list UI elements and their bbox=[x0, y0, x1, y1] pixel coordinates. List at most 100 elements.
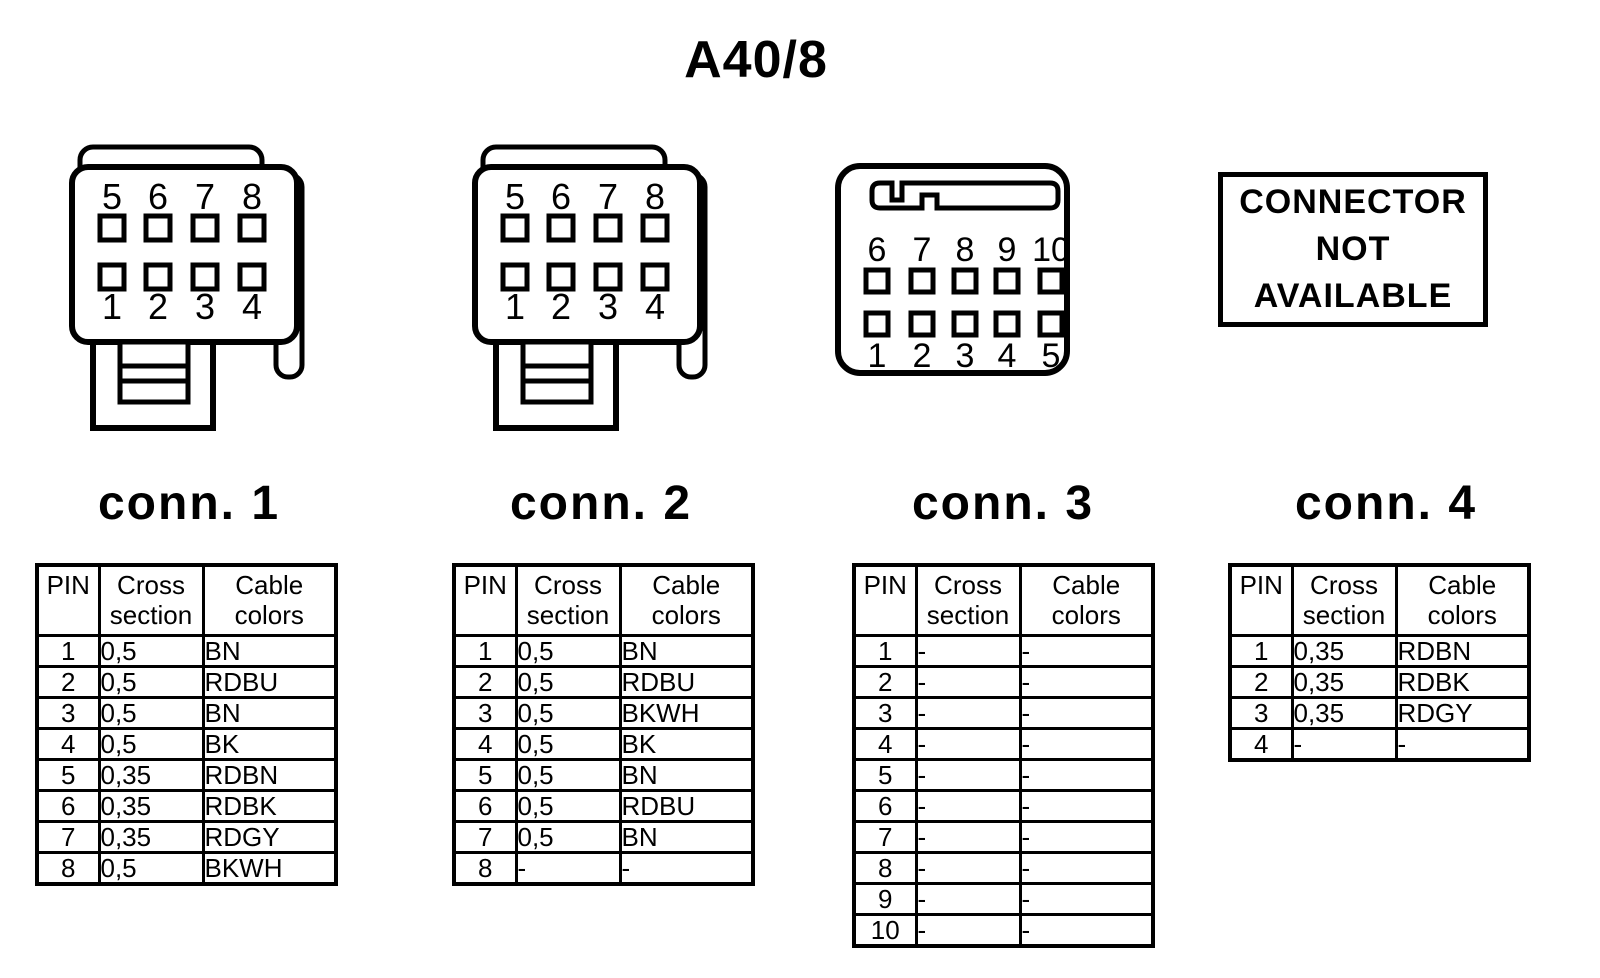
pin-number-cell: 10 bbox=[852, 913, 918, 948]
connector-3-label: conn. 3 bbox=[911, 477, 1095, 530]
pin-number-cell: 5 bbox=[452, 758, 518, 792]
cable-color-cell: BN bbox=[618, 758, 755, 792]
table-row: 4 0,5 BK bbox=[35, 727, 338, 761]
table-header-row: PIN Cross section Cable colors bbox=[1228, 563, 1531, 637]
table-row: 2 0,5 RDBU bbox=[452, 665, 755, 699]
table-row: 4 0,5 BK bbox=[452, 727, 755, 761]
cable-color-cell: RDBK bbox=[1394, 665, 1531, 699]
cable-color-cell: BN bbox=[618, 820, 755, 854]
table-row: 1 0,5 BN bbox=[452, 634, 755, 668]
pin-number-cell: 2 bbox=[1228, 665, 1294, 699]
cross-section-cell: - bbox=[914, 882, 1022, 916]
pin-cavity bbox=[951, 267, 979, 295]
pin-number-cell: 3 bbox=[35, 696, 101, 730]
pin-number-cell: 9 bbox=[852, 882, 918, 916]
pin-header: PIN bbox=[35, 563, 101, 637]
table-row: 6 0,5 RDBU bbox=[452, 789, 755, 823]
pin-cavity bbox=[190, 262, 220, 292]
pin-number: 3 bbox=[598, 286, 618, 327]
cable-color-cell: - bbox=[1018, 913, 1155, 948]
cable-colors-header: Cable colors bbox=[618, 563, 755, 637]
cable-color-cell: RDBN bbox=[201, 758, 338, 792]
cross-section-header: Cross section bbox=[914, 563, 1022, 637]
cross-section-cell: 0,5 bbox=[97, 634, 205, 668]
cable-color-cell: BK bbox=[201, 727, 338, 761]
pin-cavity bbox=[993, 267, 1021, 295]
connector-1-drawing: 5 6 7 8 1 2 3 4 bbox=[69, 144, 305, 431]
table-row: 5 0,35 RDBN bbox=[35, 758, 338, 792]
pin-number-cell: 8 bbox=[452, 851, 518, 886]
pin-cavity bbox=[993, 310, 1021, 338]
cross-section-header: Cross section bbox=[97, 563, 205, 637]
pin-number-cell: 4 bbox=[1228, 727, 1294, 762]
table-row: 7 - - bbox=[852, 820, 1155, 854]
table-row: 3 0,35 RDGY bbox=[1228, 696, 1531, 730]
pin-cavity bbox=[500, 262, 530, 292]
cross-section-cell: - bbox=[914, 820, 1022, 854]
cross-section-cell: - bbox=[914, 665, 1022, 699]
pin-number: 8 bbox=[645, 176, 665, 217]
cross-section-cell: 0,5 bbox=[514, 696, 622, 730]
conn-3-pin-table: PIN Cross section Cable colors 1 - - 2 -… bbox=[852, 563, 1155, 948]
cross-section-cell: 0,35 bbox=[1290, 665, 1398, 699]
cross-section-cell: - bbox=[914, 634, 1022, 668]
pin-number: 3 bbox=[195, 286, 215, 327]
table-row: 4 - - bbox=[1228, 727, 1531, 762]
cross-section-cell: 0,5 bbox=[97, 851, 205, 886]
pin-number-cell: 3 bbox=[852, 696, 918, 730]
cross-section-cell: - bbox=[514, 851, 622, 886]
pin-number-cell: 5 bbox=[35, 758, 101, 792]
cable-color-cell: RDBU bbox=[618, 665, 755, 699]
pin-number-cell: 4 bbox=[852, 727, 918, 761]
cable-color-cell: - bbox=[1018, 727, 1155, 761]
table-header-row: PIN Cross section Cable colors bbox=[852, 563, 1155, 637]
table-row: 1 - - bbox=[852, 634, 1155, 668]
pin-number: 5 bbox=[1042, 337, 1061, 375]
pin-number-cell: 7 bbox=[35, 820, 101, 854]
table-row: 3 0,5 BN bbox=[35, 696, 338, 730]
cross-section-header: Cross section bbox=[1290, 563, 1398, 637]
table-row: 9 - - bbox=[852, 882, 1155, 916]
pin-cavity bbox=[1037, 310, 1065, 338]
pin-number-cell: 3 bbox=[1228, 696, 1294, 730]
cable-color-cell: - bbox=[1018, 758, 1155, 792]
pin-header: PIN bbox=[852, 563, 918, 637]
table-row: 7 0,5 BN bbox=[452, 820, 755, 854]
pin-cavity bbox=[593, 262, 623, 292]
cable-color-cell: RDBU bbox=[618, 789, 755, 823]
connector-not-available-box: CONNECTOR NOT AVAILABLE bbox=[1218, 172, 1488, 327]
cross-section-cell: - bbox=[914, 851, 1022, 885]
cross-section-cell: - bbox=[1290, 727, 1398, 762]
pin-number: 4 bbox=[242, 286, 262, 327]
cable-color-cell: - bbox=[1018, 882, 1155, 916]
cable-color-cell: BN bbox=[618, 634, 755, 668]
pin-number: 8 bbox=[242, 176, 262, 217]
cable-color-cell: - bbox=[1018, 851, 1155, 885]
table-row: 5 0,5 BN bbox=[452, 758, 755, 792]
pin-number-cell: 8 bbox=[852, 851, 918, 885]
cable-colors-header: Cable colors bbox=[1394, 563, 1531, 637]
pin-number: 9 bbox=[998, 231, 1017, 269]
conn-1-pin-table: PIN Cross section Cable colors 1 0,5 BN … bbox=[35, 563, 338, 886]
cable-color-cell: - bbox=[1018, 789, 1155, 823]
pin-number-cell: 2 bbox=[452, 665, 518, 699]
pin-number: 5 bbox=[505, 176, 525, 217]
connector-4-label: conn. 4 bbox=[1294, 477, 1478, 530]
pin-cavity bbox=[500, 213, 530, 243]
table-row: 3 0,5 BKWH bbox=[452, 696, 755, 730]
table-header-row: PIN Cross section Cable colors bbox=[452, 563, 755, 637]
pin-number: 2 bbox=[148, 286, 168, 327]
cross-section-cell: 0,5 bbox=[514, 820, 622, 854]
pin-number: 6 bbox=[148, 176, 168, 217]
pin-cavity bbox=[908, 310, 936, 338]
pin-number-cell: 7 bbox=[452, 820, 518, 854]
pin-cavity bbox=[593, 213, 623, 243]
table-row: 5 - - bbox=[852, 758, 1155, 792]
cross-section-cell: 0,5 bbox=[514, 758, 622, 792]
cable-color-cell: - bbox=[1394, 727, 1531, 762]
table-row: 8 - - bbox=[852, 851, 1155, 885]
pin-cavity bbox=[546, 262, 576, 292]
cross-section-header: Cross section bbox=[514, 563, 622, 637]
pin-header: PIN bbox=[1228, 563, 1294, 637]
connector-1-label: conn. 1 bbox=[97, 477, 281, 530]
